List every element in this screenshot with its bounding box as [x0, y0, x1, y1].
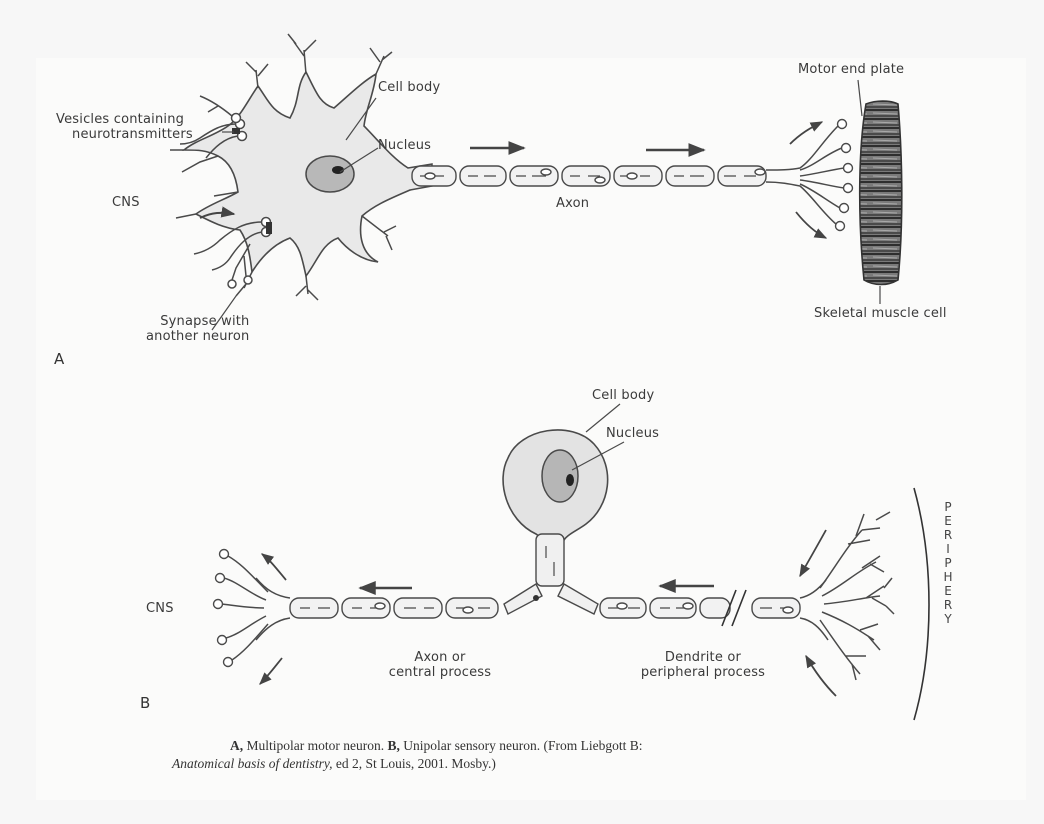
- periphery-letter: Y: [940, 612, 956, 626]
- label-cell-body-a: Cell body: [378, 80, 440, 95]
- peripheral-process: [600, 598, 800, 618]
- periphery-letter: E: [940, 514, 956, 528]
- label-dendrite-peripheral: Dendrite or peripheral process: [628, 650, 778, 680]
- motor-end-plates: [836, 120, 853, 231]
- periphery-letter: E: [940, 584, 956, 598]
- figure-caption: A, Multipolar motor neuron. B, Unipolar …: [172, 737, 872, 773]
- caption-line-2: Anatomical basis of dentistry, ed 2, St …: [172, 755, 872, 773]
- periphery-letter: I: [940, 542, 956, 556]
- nucleolus-b: [566, 474, 574, 486]
- panel-letter-a: A: [54, 350, 64, 368]
- panel-a-multipolar-neuron: [170, 34, 902, 330]
- central-terminals: [222, 556, 268, 660]
- label-nucleus-a: Nucleus: [378, 138, 431, 153]
- caption-line-1: A, Multipolar motor neuron. B, Unipolar …: [172, 737, 872, 755]
- label-cns-b: CNS: [146, 601, 174, 616]
- periphery-letter: P: [940, 500, 956, 514]
- label-cell-body-b: Cell body: [592, 388, 654, 403]
- label-motor-end-plate: Motor end plate: [798, 62, 904, 77]
- synapse-marker: [266, 222, 272, 234]
- skeletal-muscle-cell: [860, 101, 902, 285]
- periphery-letter: P: [940, 556, 956, 570]
- label-cns-a: CNS: [112, 195, 140, 210]
- label-synapse: Synapse with another neuron: [146, 314, 250, 344]
- cell-body-a: [184, 72, 422, 276]
- periphery-letter: R: [940, 598, 956, 612]
- axon-terminals-a: [766, 126, 844, 224]
- panel-b-unipolar-neuron: [214, 404, 930, 720]
- periphery-letter: H: [940, 570, 956, 584]
- vesicles-cluster: [232, 128, 240, 134]
- myelinated-axon-a: [412, 166, 766, 186]
- label-vesicles: Vesicles containing neurotransmitters: [56, 112, 193, 142]
- label-axon-central: Axon or central process: [380, 650, 500, 680]
- periphery-letter: R: [940, 528, 956, 542]
- panel-letter-b: B: [140, 694, 150, 712]
- label-axon-a: Axon: [556, 196, 589, 211]
- label-skeletal-muscle: Skeletal muscle cell: [814, 306, 947, 321]
- label-nucleus-b: Nucleus: [606, 426, 659, 441]
- central-process: [290, 598, 498, 618]
- nucleus-a: [306, 156, 354, 192]
- sensory-endings: [820, 512, 894, 680]
- periphery-boundary: [914, 488, 929, 720]
- stem-process: [536, 534, 564, 586]
